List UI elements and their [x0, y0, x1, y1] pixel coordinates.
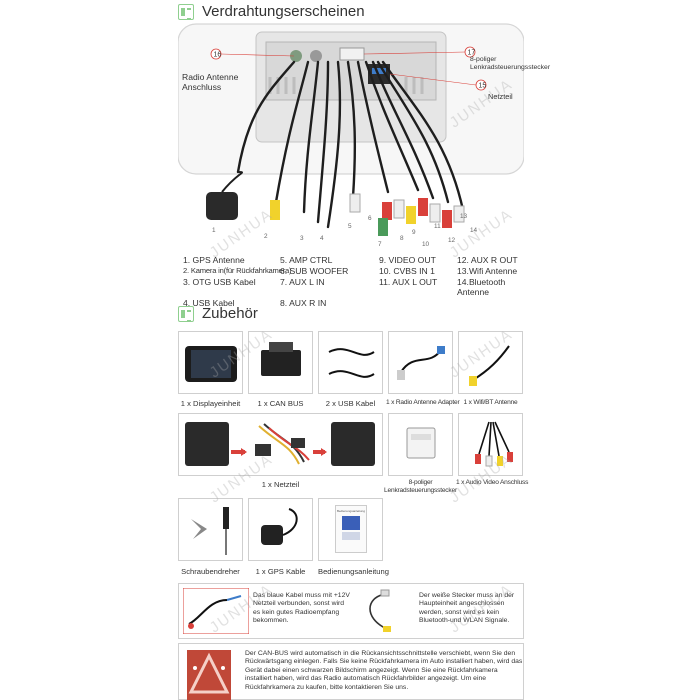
canbus-warning-image	[187, 650, 231, 700]
usb-cable-image	[328, 348, 375, 378]
gps-antenna-caption: 1 x GPS Kable	[255, 567, 306, 576]
section-icon	[178, 305, 194, 322]
rca-plugs	[270, 193, 465, 236]
canbus-image	[261, 342, 301, 376]
steering-plug-image	[406, 427, 436, 459]
av-cable-image	[475, 421, 513, 467]
svg-text:10: 10	[422, 241, 430, 248]
svg-text:3: 3	[300, 235, 304, 242]
legend-item: 8. AUX R IN	[280, 298, 327, 308]
wiring-section-title: Verdrahtungserscheinen	[202, 3, 365, 20]
blue-cable-image	[183, 588, 249, 634]
radio-adapter-image	[397, 346, 445, 380]
white-plug-note: Der weiße Stecker muss an der Haupteinhe…	[419, 592, 515, 625]
usb-cable-caption: 2 x USB Kabel	[325, 399, 376, 408]
legend-item: 1. GPS Antenne	[183, 255, 245, 265]
gps-antenna-image	[261, 508, 298, 545]
power-harness-image	[185, 422, 375, 466]
gps-antenna-box	[248, 498, 313, 561]
radio-antenna-label: Radio Antenne Anschluss	[182, 72, 239, 92]
notes-box-bottom: Der CAN-BUS wird automatisch in die Rück…	[178, 643, 524, 700]
legend-item: 11. AUX L OUT	[379, 277, 438, 287]
svg-text:5: 5	[348, 223, 352, 230]
svg-text:16: 16	[214, 52, 222, 59]
svg-text:17: 17	[468, 50, 476, 57]
legend-item: 5. AMP CTRL	[280, 255, 333, 265]
section-icon	[178, 3, 194, 20]
legend-item: 14.Bluetooth Antenne	[457, 277, 506, 297]
legend-item: 2. Kamera in(für Rückfahrkamera)	[183, 266, 292, 275]
wifi-antenna-image	[469, 345, 510, 386]
manual-cover: Bedienungsanleitung	[335, 505, 367, 553]
power-harness-caption: 1 x Netzteil	[261, 480, 300, 489]
power-harness-box	[178, 413, 383, 476]
canbus-box	[248, 331, 313, 394]
svg-text:14: 14	[470, 227, 478, 234]
manual-cover-title: Bedienungsanleitung	[336, 509, 366, 513]
manual-box: Bedienungsanleitung	[318, 498, 383, 561]
cable-number-markers: 1 2 3 4 5 6 7 8 9 10 11 12 13 14	[212, 213, 478, 248]
svg-text:9: 9	[412, 229, 416, 236]
svg-text:13: 13	[460, 213, 468, 220]
wiring-section-header: Verdrahtungserscheinen	[178, 3, 365, 20]
screwdriver-box	[178, 498, 243, 561]
display-unit-box	[178, 331, 243, 394]
usb-cable-box	[318, 331, 383, 394]
screwdriver-caption: Schraubendreher	[181, 567, 240, 576]
legend-item: 9. VIDEO OUT	[379, 255, 436, 265]
radio-adapter-box	[388, 331, 453, 394]
legend-item: 7. AUX L IN	[280, 277, 325, 287]
wifi-antenna-box	[458, 331, 523, 394]
power-label: Netzteil	[488, 92, 513, 101]
av-cable-caption: 1 x Audio Video Anschluss	[456, 479, 529, 486]
white-plug-image	[369, 589, 391, 632]
gps-antenna-module	[206, 192, 238, 220]
svg-text:1: 1	[212, 227, 216, 234]
manual-caption: Bedienungsanleitung	[318, 567, 389, 576]
radio-adapter-caption: 1 x Radio Antenne Adapter	[386, 399, 460, 406]
legend-item: 12. AUX R OUT	[457, 255, 518, 265]
av-cable-box	[458, 413, 523, 476]
steering-connector-label: 8-poliger Lenkradsteuerungsstecker	[470, 56, 551, 72]
accessories-section-header: Zubehör	[178, 305, 258, 322]
svg-text:4: 4	[320, 235, 324, 242]
steering-plug-box	[388, 413, 453, 476]
legend-item: 4. USB Kabel	[183, 298, 235, 308]
wiring-diagram: 16 17 15 1 2 3 4 5 6 7 8 9 10 11 12 13 1…	[178, 23, 524, 248]
blue-cable-note: Das blaue Kabel muss mit +12V Netzteil v…	[253, 592, 350, 625]
notes-box-top: Das blaue Kabel muss mit +12V Netzteil v…	[178, 583, 524, 639]
screwdriver-image	[191, 507, 229, 555]
steering-plug-caption: 8-poliger Lenkradsteuerungsstecker	[384, 479, 457, 494]
display-unit-caption: 1 x Displayeinheit	[180, 399, 241, 408]
svg-text:12: 12	[448, 237, 456, 244]
svg-text:6: 6	[368, 215, 372, 222]
legend-item: 13.Wifi Antenne	[457, 266, 518, 276]
svg-text:8: 8	[400, 235, 404, 242]
wifi-antenna-caption: 1 x Wifi/BT Antenne	[463, 399, 518, 406]
canbus-note: Der CAN-BUS wird automatisch in die Rück…	[245, 650, 523, 691]
svg-text:11: 11	[434, 223, 441, 230]
legend-item: 10. CVBS IN 1	[379, 266, 435, 276]
svg-text:15: 15	[479, 83, 487, 90]
legend-item: 6. SUB WOOFER	[280, 266, 349, 276]
display-unit-image	[185, 346, 237, 382]
canbus-caption: 1 x CAN BUS	[257, 399, 304, 408]
legend-item: 3. OTG USB Kabel	[183, 277, 256, 287]
cable-legend: 1. GPS Antenne 5. AMP CTRL 9. VIDEO OUT …	[183, 255, 528, 308]
cable-bundle	[236, 60, 465, 229]
svg-text:7: 7	[378, 241, 382, 248]
accessories-section-title: Zubehör	[202, 305, 258, 322]
callout-16	[210, 48, 222, 60]
vent-slots	[268, 77, 424, 94]
svg-text:2: 2	[264, 233, 268, 240]
